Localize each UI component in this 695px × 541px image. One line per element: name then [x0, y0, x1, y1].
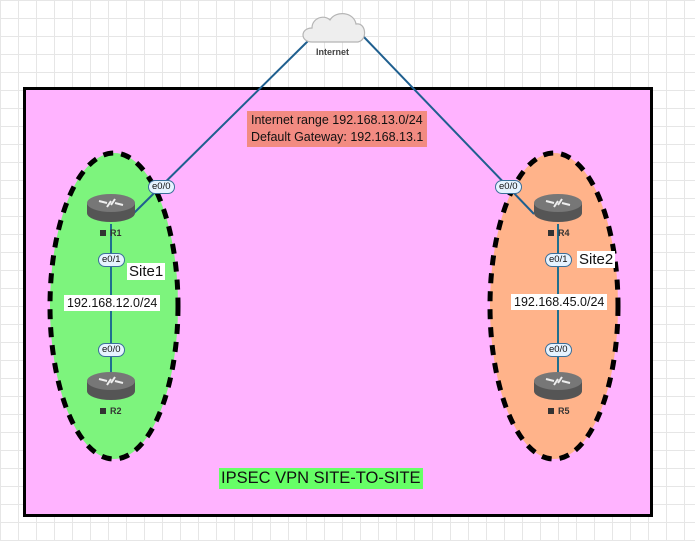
default-gateway-text: Default Gateway: 192.168.13.1: [251, 130, 424, 144]
router-r1-icon: [87, 194, 135, 222]
internet-range-text: Internet range 192.168.13.0/24: [251, 113, 423, 127]
internet-range-note: Internet range 192.168.13.0/24 Default G…: [247, 111, 428, 147]
internet-cloud-icon: [302, 13, 366, 43]
site2-label: Site2: [577, 251, 616, 268]
r4-e0-0-interface[interactable]: e0/0: [495, 180, 522, 194]
site1-network-label: 192.168.12.0/24: [64, 295, 161, 311]
r2-label: R2: [100, 406, 122, 416]
internet-label: Internet: [316, 47, 350, 57]
router-r2-icon: [87, 372, 135, 400]
r4-label: R4: [548, 228, 570, 238]
site2-network-label: 192.168.45.0/24: [511, 294, 608, 310]
r5-e0-0-interface[interactable]: e0/0: [545, 343, 572, 357]
r2-e0-0-interface[interactable]: e0/0: [98, 343, 125, 357]
router-r4-icon: [534, 194, 582, 222]
r1-e0-0-interface[interactable]: e0/0: [148, 180, 175, 194]
site1-label: Site1: [127, 263, 166, 280]
r1-label: R1: [100, 228, 122, 238]
diagram-title: IPSEC VPN SITE-TO-SITE: [219, 468, 423, 489]
router-r5-icon: [534, 372, 582, 400]
r4-e0-1-interface[interactable]: e0/1: [545, 253, 572, 267]
r1-e0-1-interface[interactable]: e0/1: [98, 253, 125, 267]
r5-label: R5: [548, 406, 570, 416]
